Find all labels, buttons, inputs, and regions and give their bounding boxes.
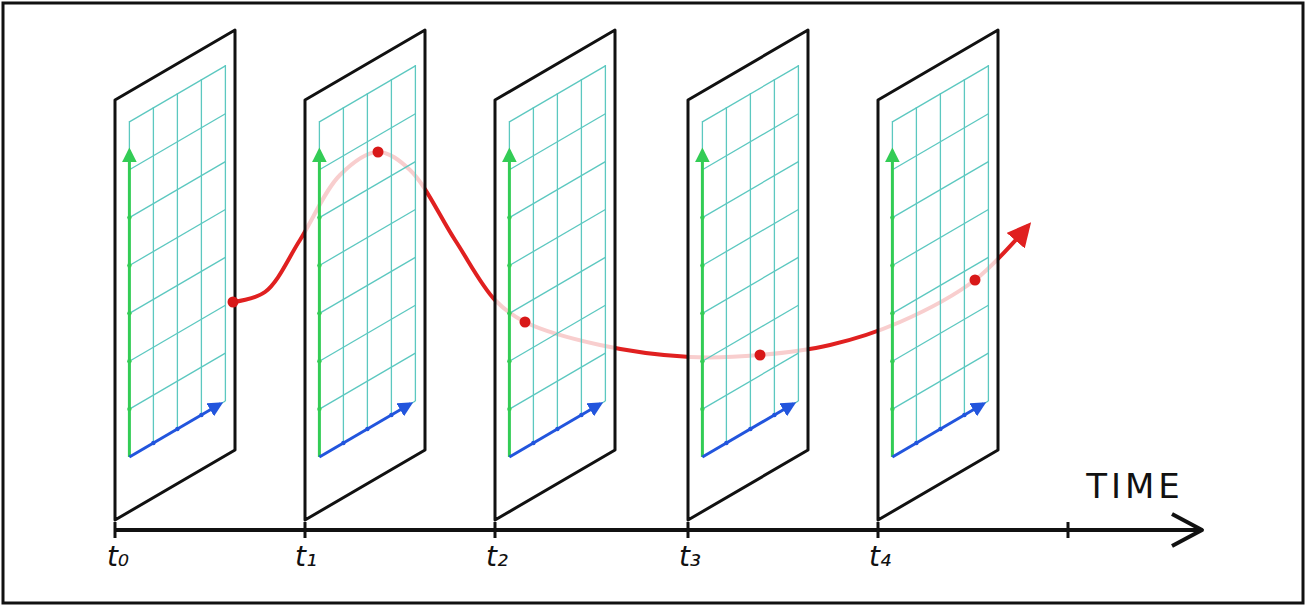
time-axis xyxy=(115,514,1202,546)
space-panel xyxy=(115,30,235,520)
event-dot xyxy=(373,147,384,158)
event-dot xyxy=(520,317,531,328)
space-panel xyxy=(495,30,615,520)
event-dot xyxy=(228,297,239,308)
time-tick-text: t₃ xyxy=(679,540,701,573)
event-dot xyxy=(970,275,981,286)
time-tick-text: t₁ xyxy=(295,540,317,573)
time-tick-label: t₄ xyxy=(869,540,891,573)
time-tick-label: t₀ xyxy=(107,540,129,573)
time-tick-label: t₃ xyxy=(679,540,701,573)
time-tick-text: t₂ xyxy=(486,540,508,573)
time-tick-text: t₀ xyxy=(107,540,129,573)
time-tick-text: t₄ xyxy=(869,540,891,573)
space-slices xyxy=(115,30,998,520)
event-dots xyxy=(228,147,981,361)
frame xyxy=(3,3,1303,603)
space-panel xyxy=(688,30,808,520)
time-tick-label: t₁ xyxy=(295,540,317,573)
space-panel xyxy=(878,30,998,520)
axis-title: TIME xyxy=(1086,466,1184,506)
event-dot xyxy=(755,350,766,361)
space-panel xyxy=(305,30,425,520)
time-tick-label: t₂ xyxy=(486,540,508,573)
axis-title-text: TIME xyxy=(1086,466,1184,506)
